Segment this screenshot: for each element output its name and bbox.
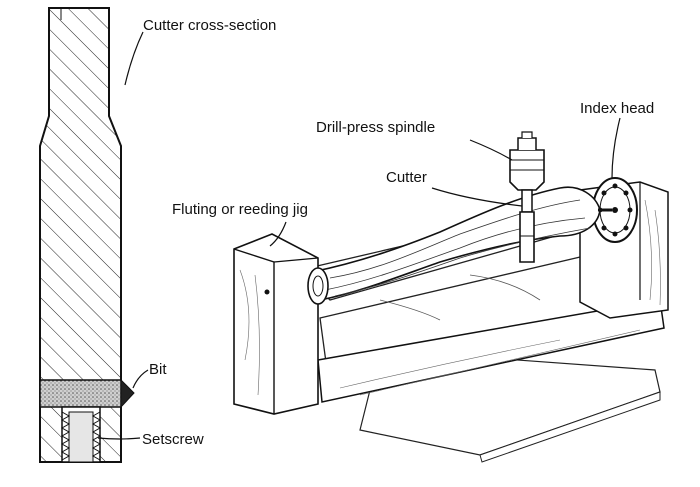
label-drill-press-spindle: Drill-press spindle [316, 119, 436, 136]
leader-index-head [611, 117, 621, 179]
leader-cutter-cross-section [124, 31, 144, 86]
label-setscrew: Setscrew [142, 431, 204, 448]
label-bit: Bit [149, 361, 167, 378]
label-cutter: Cutter [386, 169, 427, 186]
leader-cutter [431, 187, 523, 207]
drill-press-spindle [509, 131, 545, 191]
bit-shape [39, 378, 135, 409]
label-cutter-cross-section: Cutter cross-section [143, 17, 277, 34]
setscrew-shape [60, 406, 102, 463]
leader-fluting-jig [269, 221, 287, 247]
left-end-block [233, 233, 319, 415]
cutter-shape [519, 189, 535, 263]
leader-drill-press-spindle [469, 139, 513, 161]
index-head [592, 177, 638, 243]
front-wall [317, 299, 665, 403]
leader-bit [132, 369, 149, 389]
leader-setscrew [97, 437, 141, 440]
label-index-head: Index head [580, 100, 655, 117]
cutter-cross-section [39, 7, 135, 463]
fluting-jig [233, 131, 669, 463]
label-fluting-jig: Fluting or reeding jig [172, 201, 308, 218]
